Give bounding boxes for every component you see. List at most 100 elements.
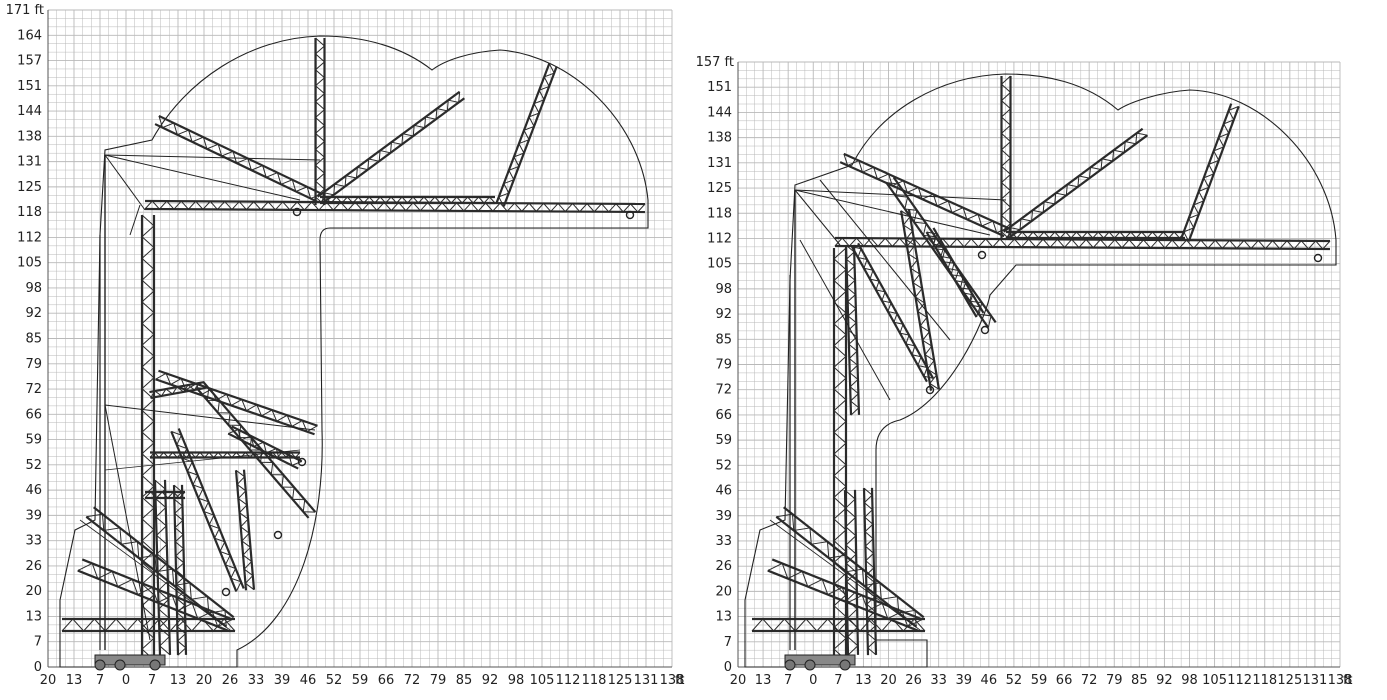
y-tick-label: 13 [715, 610, 732, 625]
folded-jib [850, 242, 935, 383]
boom-lacing [196, 387, 316, 513]
boom-chord [242, 469, 256, 590]
x-tick-label: 79 [430, 673, 447, 688]
boom-chord [150, 386, 206, 400]
boom-chord [907, 209, 941, 390]
y-tick-label: 66 [715, 408, 732, 423]
boom-lacing [844, 489, 859, 656]
luffing-jib [1002, 127, 1149, 240]
x-tick-label: 0 [809, 673, 817, 688]
boom-chord [835, 236, 1331, 243]
x-tick-label: 125 [608, 673, 633, 688]
boom-lacing [154, 479, 171, 656]
luffing-jib [1180, 103, 1240, 242]
x-tick-label: 85 [456, 673, 473, 688]
x-tick-label: 46 [981, 673, 998, 688]
hook-block [297, 457, 307, 467]
x-tick-label: 13 [66, 673, 83, 688]
x-unit-label: ft [675, 673, 684, 688]
folded-jib [885, 176, 997, 329]
luffing-jib [316, 90, 466, 205]
y-tick-label: 72 [25, 382, 42, 397]
x-tick-label: 66 [378, 673, 395, 688]
boom-chord [321, 97, 466, 205]
x-tick-label: 92 [482, 673, 499, 688]
y-tick-label: 157 [17, 54, 42, 69]
y-tick-label: 0 [724, 660, 732, 675]
x-tick-label: 85 [1131, 673, 1148, 688]
x-tick-label: 7 [784, 673, 792, 688]
folded-jib [925, 227, 985, 318]
boom-lacing [886, 182, 992, 328]
boom-chord [767, 569, 919, 632]
y-tick-label: 46 [715, 484, 732, 499]
tower-mast [140, 214, 156, 661]
x-tick-label: 46 [300, 673, 317, 688]
y-tick-label: 72 [715, 383, 732, 398]
folded-jib [844, 244, 861, 416]
boom-chord [77, 569, 229, 632]
diagram-left-canvas: 171 ft1641571511441381311251181121059892… [6, 3, 685, 688]
x-tick-label: 20 [196, 673, 213, 688]
y-tick-label: 33 [715, 534, 732, 549]
x-tick-label: 26 [905, 673, 922, 688]
y-tick-label: 20 [25, 584, 42, 599]
x-tick-label: 131 [1303, 673, 1328, 688]
boom-chord [834, 244, 1330, 251]
boom-lacing [150, 382, 206, 399]
x-tick-label: 20 [880, 673, 897, 688]
stay-rope [799, 239, 891, 401]
y-axis-top-label: 157 ft [696, 55, 734, 70]
hook-block [625, 210, 635, 220]
x-tick-label: 72 [404, 673, 421, 688]
boom-lacing [173, 484, 187, 656]
y-tick-label: 131 [707, 156, 732, 171]
y-tick-label: 7 [34, 635, 42, 650]
folded-jib [155, 369, 318, 436]
x-tick-label: 13 [170, 673, 187, 688]
stay-rope [79, 519, 231, 631]
x-tick-label: 118 [582, 673, 607, 688]
y-tick-label: 112 [707, 231, 732, 246]
stay-rope [104, 449, 301, 471]
boom-chord [850, 246, 928, 383]
boom-chord [177, 428, 245, 589]
x-tick-label: 52 [326, 673, 343, 688]
stay-rope [104, 154, 146, 211]
boom-chord [783, 506, 925, 619]
y-tick-label: 131 [17, 155, 42, 170]
boom-chord [862, 488, 870, 656]
y-tick-label: 151 [17, 79, 42, 94]
x-tick-label: 7 [148, 673, 156, 688]
x-tick-label: 112 [1227, 673, 1252, 688]
y-tick-label: 92 [715, 307, 732, 322]
boom-lacing [314, 37, 326, 206]
y-tick-label: 92 [25, 306, 42, 321]
stay-rope [129, 204, 141, 236]
boom-chord [925, 231, 978, 318]
stay-rope [769, 519, 921, 631]
luffing-jib [1005, 230, 1186, 240]
folded-jib [234, 469, 256, 591]
boom-chord [144, 207, 645, 214]
outrigger-pad [839, 659, 851, 671]
boom-lacing [1000, 75, 1012, 241]
x-tick-label: 20 [40, 673, 57, 688]
crane-drawing [59, 35, 649, 671]
boom-chord [227, 432, 299, 470]
stay-rope [794, 189, 991, 236]
boom-lacing [863, 487, 877, 656]
boom-chord [870, 487, 878, 655]
boom-chord [899, 210, 933, 391]
y-tick-label: 151 [707, 80, 732, 95]
vertical-jib [1000, 75, 1012, 241]
base-boom [85, 506, 235, 628]
y-tick-label: 20 [715, 584, 732, 599]
x-tick-label: 39 [955, 673, 972, 688]
boom-chord [316, 90, 461, 198]
boom-lacing [86, 513, 227, 627]
boom-lacing [155, 372, 318, 433]
x-tick-label: 7 [834, 673, 842, 688]
y-tick-label: 59 [715, 433, 732, 448]
